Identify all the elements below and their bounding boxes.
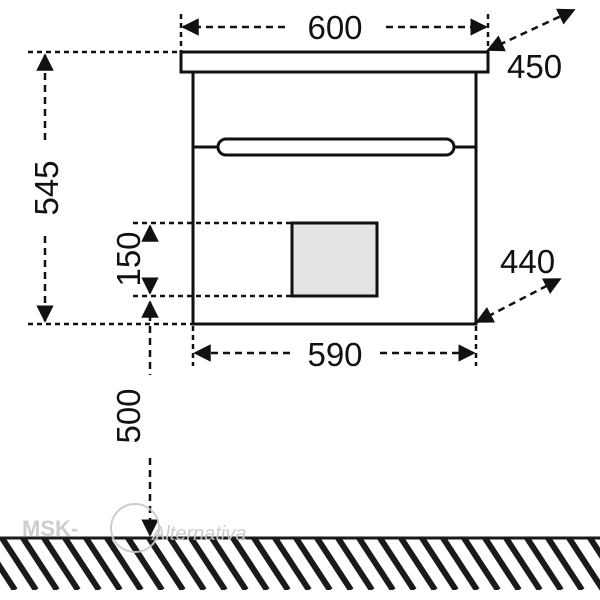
drawer-handle <box>216 137 456 157</box>
floor-hatch-line <box>0 561 18 590</box>
siphon-cutout <box>290 221 379 298</box>
dim-body-depth: 440 <box>475 243 562 324</box>
dim-top-depth: 450 <box>486 8 576 85</box>
floor-hatch-line <box>188 538 228 590</box>
floor-hatch-line <box>293 538 333 590</box>
dim-height: 545 <box>28 50 193 326</box>
watermark-circle-icon <box>110 503 160 553</box>
dim-body-width: 590 <box>191 326 478 373</box>
floor-hatch-line <box>566 538 600 590</box>
dim-top-width: 600 <box>179 9 490 52</box>
dim-cutout-height: 150 <box>110 221 292 298</box>
floor-hatch-line <box>104 538 144 590</box>
floor-hatch-line <box>587 538 600 559</box>
floor-hatch-line <box>83 538 123 590</box>
watermark-brand: MSK- <box>22 516 78 541</box>
floor-hatch-line <box>167 538 207 590</box>
floor-hatch-line <box>0 538 39 590</box>
floor-hatch-line <box>356 538 396 590</box>
floor-hatch-line <box>503 538 543 590</box>
floor-hatch-line <box>20 538 60 590</box>
floor-hatch-line <box>62 538 102 590</box>
floor-hatch-line <box>335 538 375 590</box>
floor-hatch-line <box>440 538 480 590</box>
floor-hatch-line <box>419 538 459 590</box>
watermark-script: Alternativa <box>151 523 247 545</box>
floor-hatch-line <box>461 538 501 590</box>
floor-hatch <box>0 536 600 590</box>
dim-label-height: 545 <box>28 160 65 215</box>
floor-hatch-line <box>230 538 270 590</box>
floor-hatch-line <box>125 538 165 590</box>
floor-hatch-line <box>524 538 564 590</box>
dim-label-body-depth: 440 <box>500 243 555 280</box>
floor-hatch-line <box>482 538 522 590</box>
floor-hatch-line <box>272 538 312 590</box>
countertop <box>179 50 490 74</box>
floor-hatch-line <box>251 538 291 590</box>
floor-hatch-line <box>41 538 81 590</box>
dim-label-body-width: 590 <box>307 336 362 373</box>
floor-hatch-line <box>377 538 417 590</box>
floor-hatch-line <box>398 538 438 590</box>
dim-label-top-depth: 450 <box>507 48 562 85</box>
dim-label-mount-height: 500 <box>110 388 147 443</box>
floor-hatch-line <box>545 538 585 590</box>
watermark-logo: MSK- Alternativa <box>22 503 247 553</box>
floor-hatch-line <box>314 538 354 590</box>
dim-mount-height: 500 <box>110 300 159 537</box>
floor-hatch-line <box>146 538 186 590</box>
dim-label-top-width: 600 <box>307 9 362 46</box>
floor-hatch-line <box>209 538 249 590</box>
dim-label-cutout-height: 150 <box>110 231 147 286</box>
